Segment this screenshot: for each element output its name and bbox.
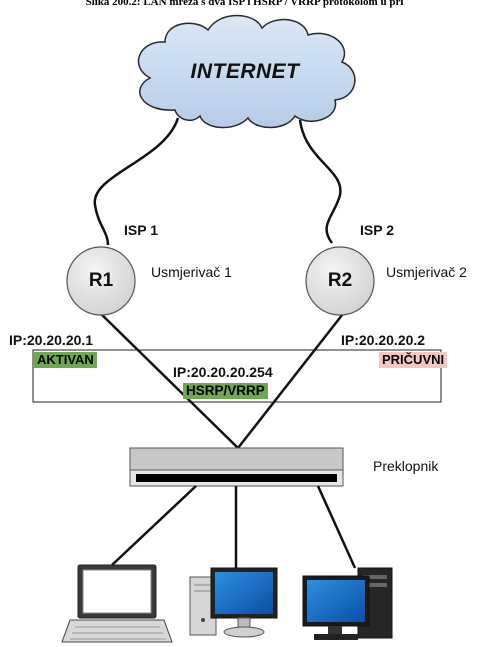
router-r2-label: R2 [327,270,353,291]
r2-switch-link [237,309,347,449]
switch-icon[interactable] [129,447,344,487]
router-r2-description: Usmjerivač 2 [386,264,467,280]
virtual-ip-label: IP:20.20.20.254 [173,364,273,380]
desktop-monitor-icon[interactable] [189,567,278,638]
switch-label: Preklopnik [373,458,439,474]
router-r2[interactable] [305,246,375,316]
r1-switch-link [97,310,239,449]
active-status-badge: AKTIVAN [34,352,97,368]
isp2-cable [298,119,342,244]
tower-link [316,485,357,569]
router-r1-label: R1 [88,270,114,291]
isp2-label: ISP 2 [360,222,394,238]
laptop-link [111,485,197,566]
router-r1[interactable] [66,246,136,316]
standby-status-badge: PRIČUVNI [379,352,448,368]
isp1-label: ISP 1 [124,222,158,238]
router-r1-description: Usmjerivač 1 [151,264,232,280]
figure-caption: Slika 200.2: LAN mreža s dva ISP i HSRP … [85,0,404,8]
internet-label: INTERNET [190,60,300,83]
laptop-icon[interactable] [61,564,173,643]
router-r1-ip: IP:20.20.20.1 [9,332,94,348]
router-r2-ip: IP:20.20.20.2 [341,332,426,348]
protocol-badge: HSRP/VRRP [183,383,268,399]
isp1-cable [93,117,180,246]
internet-cloud [137,14,356,129]
desktop-tower-icon[interactable] [302,567,393,640]
